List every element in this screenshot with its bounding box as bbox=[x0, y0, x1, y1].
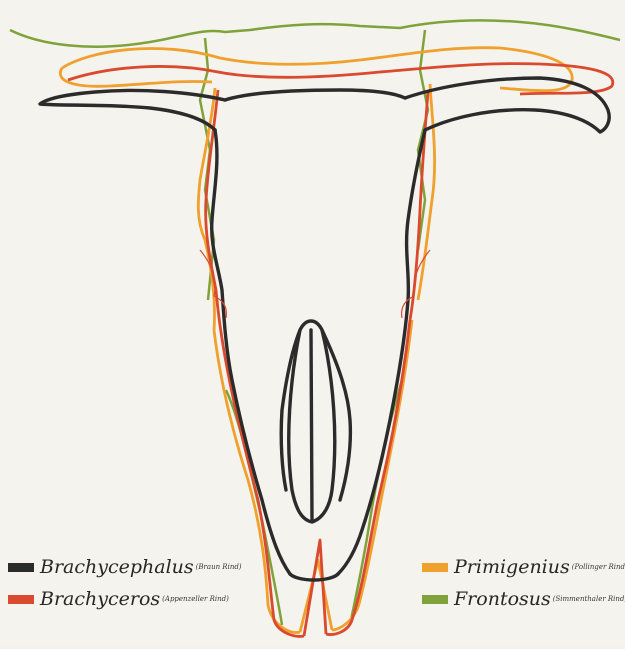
orbit-detail-lines bbox=[200, 250, 430, 318]
legend-sub-brachyceros: (Appenzeller Rind) bbox=[162, 595, 229, 603]
legend-item-brachyceros: Brachyceros (Appenzeller Rind) bbox=[8, 588, 229, 610]
legend-item-primigenius: Primigenius (Pollinger Rind) bbox=[422, 556, 625, 578]
legend-sub-frontosus: (Simmenthaler Rind) bbox=[553, 595, 625, 603]
legend-name-brachyceros: Brachyceros bbox=[40, 588, 160, 610]
legend-swatch-brachycephalus bbox=[8, 563, 34, 572]
legend-swatch-frontosus bbox=[422, 595, 448, 604]
legend-name-primigenius: Primigenius bbox=[454, 556, 570, 578]
legend-item-brachycephalus: Brachycephalus (Braun Rind) bbox=[8, 556, 242, 578]
legend-sub-brachycephalus: (Braun Rind) bbox=[196, 563, 242, 571]
legend-sub-primigenius: (Pollinger Rind) bbox=[572, 563, 625, 571]
legend-name-brachycephalus: Brachycephalus bbox=[40, 556, 194, 578]
brachyceros-skull-outline bbox=[68, 64, 613, 637]
legend-name-frontosus: Frontosus bbox=[454, 588, 551, 610]
primigenius-skull-outline bbox=[60, 48, 572, 633]
brachycephalus-skull-outline bbox=[40, 78, 609, 580]
legend-item-frontosus: Frontosus (Simmenthaler Rind) bbox=[422, 588, 625, 610]
legend-swatch-primigenius bbox=[422, 563, 448, 572]
legend-swatch-brachyceros bbox=[8, 595, 34, 604]
